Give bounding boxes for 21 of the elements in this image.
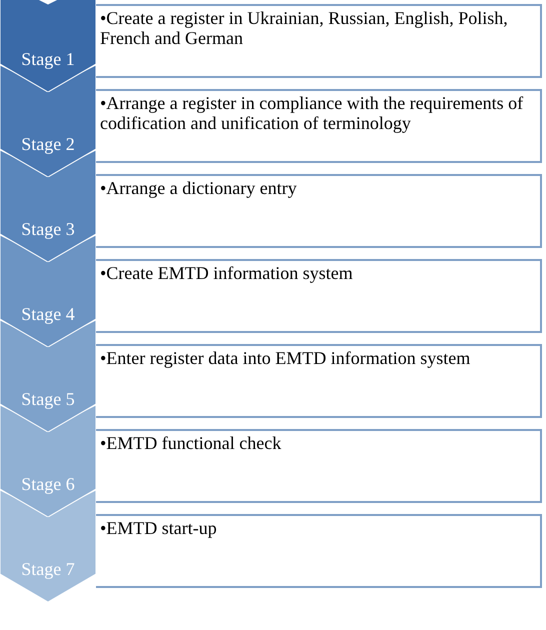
stage-label: Stage 6 — [20, 474, 76, 495]
step-box — [96, 259, 542, 333]
stage-label: Stage 2 — [20, 134, 76, 155]
stage-label: Stage 1 — [20, 49, 76, 70]
stage-label: Stage 4 — [20, 304, 76, 325]
step-box — [96, 89, 542, 163]
step-text: •EMTD start-up — [100, 518, 218, 538]
stage-label: Stage 5 — [20, 389, 76, 410]
step-text: •EMTD functional check — [100, 433, 282, 453]
step-text: •Arrange a register in compliance with the requirements of codification and unification of terminology — [100, 93, 524, 133]
step-box — [96, 344, 542, 418]
stage-label: Stage 7 — [20, 559, 76, 580]
step-box — [96, 514, 542, 588]
step-box — [96, 429, 542, 503]
step-text: •Create EMTD information system — [100, 263, 354, 283]
step-text: •Enter register data into EMTD information system — [100, 348, 472, 368]
step-text: •Arrange a dictionary entry — [100, 178, 298, 198]
step-text: •Create a register in Ukrainian, Russian, English, Polish, French and German — [100, 8, 509, 48]
stage-label: Stage 3 — [20, 219, 76, 240]
step-box — [96, 174, 542, 248]
step-box — [96, 4, 542, 78]
